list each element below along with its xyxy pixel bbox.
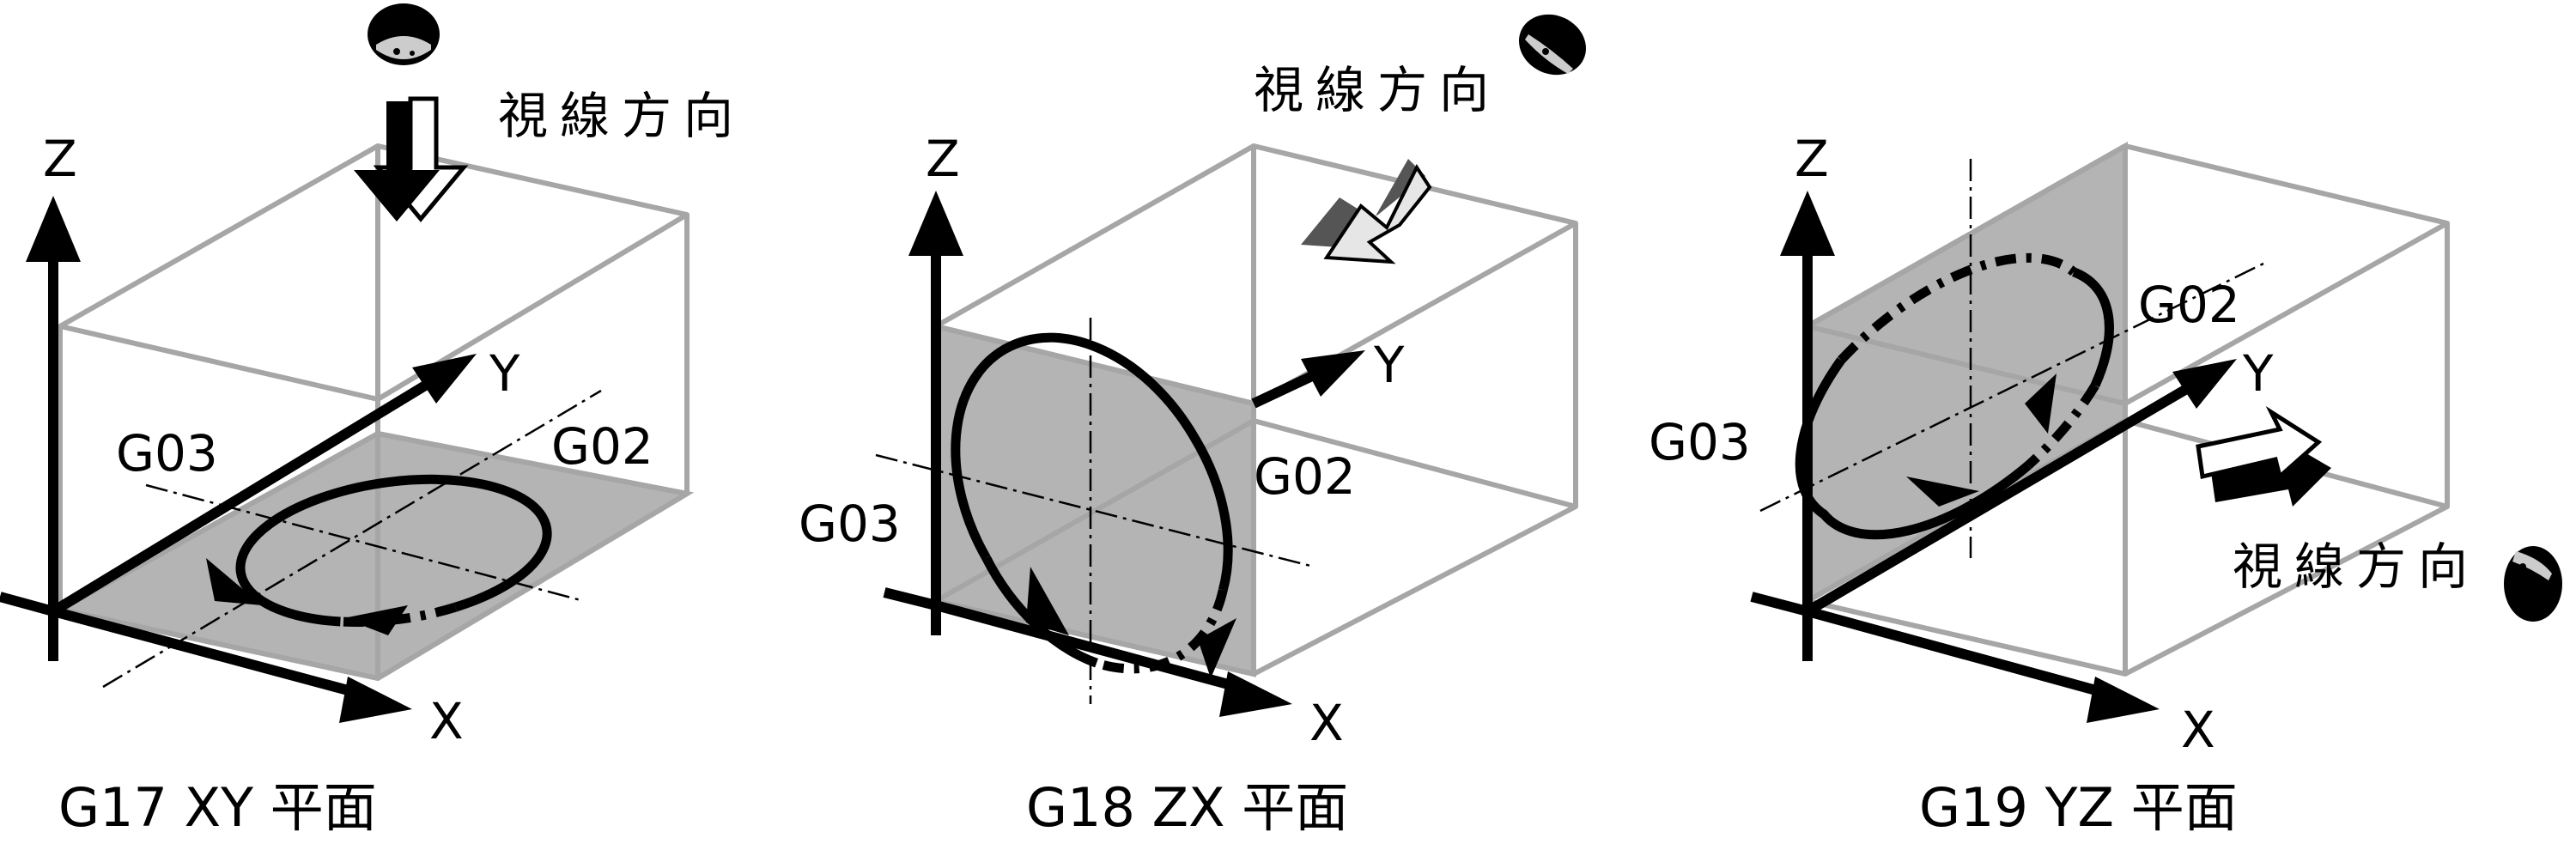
axis-label-y: Y [1373, 336, 1405, 394]
arc-arrowhead [1906, 477, 1979, 507]
view-direction-label: 視線方向 [2233, 537, 2480, 596]
axis-label-x: X [2181, 701, 2215, 759]
eye-icon [368, 3, 440, 65]
arc-arrowhead [343, 605, 408, 635]
axis-label-z: Z [43, 130, 77, 188]
caption-g18: G18 ZX 平面 [1026, 776, 1348, 839]
label-g03: G03 [799, 495, 901, 553]
axis-label-y: Y [2242, 344, 2274, 403]
label-g02: G02 [1254, 447, 1356, 506]
axis-label-z: Z [926, 130, 960, 188]
view-direction-arrow-icon [2196, 406, 2331, 507]
label-g03: G03 [1649, 413, 1751, 471]
axes [883, 191, 1365, 717]
axes [0, 196, 477, 723]
caption-g17: G17 XY 平面 [58, 776, 377, 839]
axis-label-x: X [429, 692, 464, 750]
label-g02: G02 [551, 417, 653, 476]
view-direction-label: 視線方向 [1254, 61, 1501, 119]
axis-label-x: X [1309, 694, 1344, 752]
axis-label-z: Z [1795, 130, 1829, 188]
view-direction-arrow-icon [1301, 159, 1432, 264]
axis-label-y: Y [489, 344, 520, 403]
label-g03: G03 [116, 424, 218, 483]
arc-arrowhead [206, 558, 262, 605]
arc-arrowhead [2025, 373, 2057, 434]
eye-icon [2504, 546, 2562, 622]
panel-g18: Z Y X G03 G02 視線方向 G18 ZX 平面 [799, 14, 1586, 839]
label-g02: G02 [2138, 276, 2240, 334]
center-line [102, 389, 602, 689]
eye-icon [1519, 14, 1586, 76]
panel-g19: Z Y X G03 G02 視線方向 G19 YZ 平面 [1649, 130, 2562, 839]
center-line [1759, 260, 2268, 513]
view-direction-arrow-icon [354, 96, 469, 222]
axes [1750, 191, 2237, 723]
panel-g17: Z Y X G03 G02 視線方向 G17 XY 平面 [0, 3, 745, 839]
arc-arrowhead [1198, 618, 1236, 678]
caption-g19: G19 YZ 平面 [1919, 776, 2238, 839]
view-direction-label: 視線方向 [498, 87, 745, 145]
arc-arrowhead [1026, 567, 1069, 635]
